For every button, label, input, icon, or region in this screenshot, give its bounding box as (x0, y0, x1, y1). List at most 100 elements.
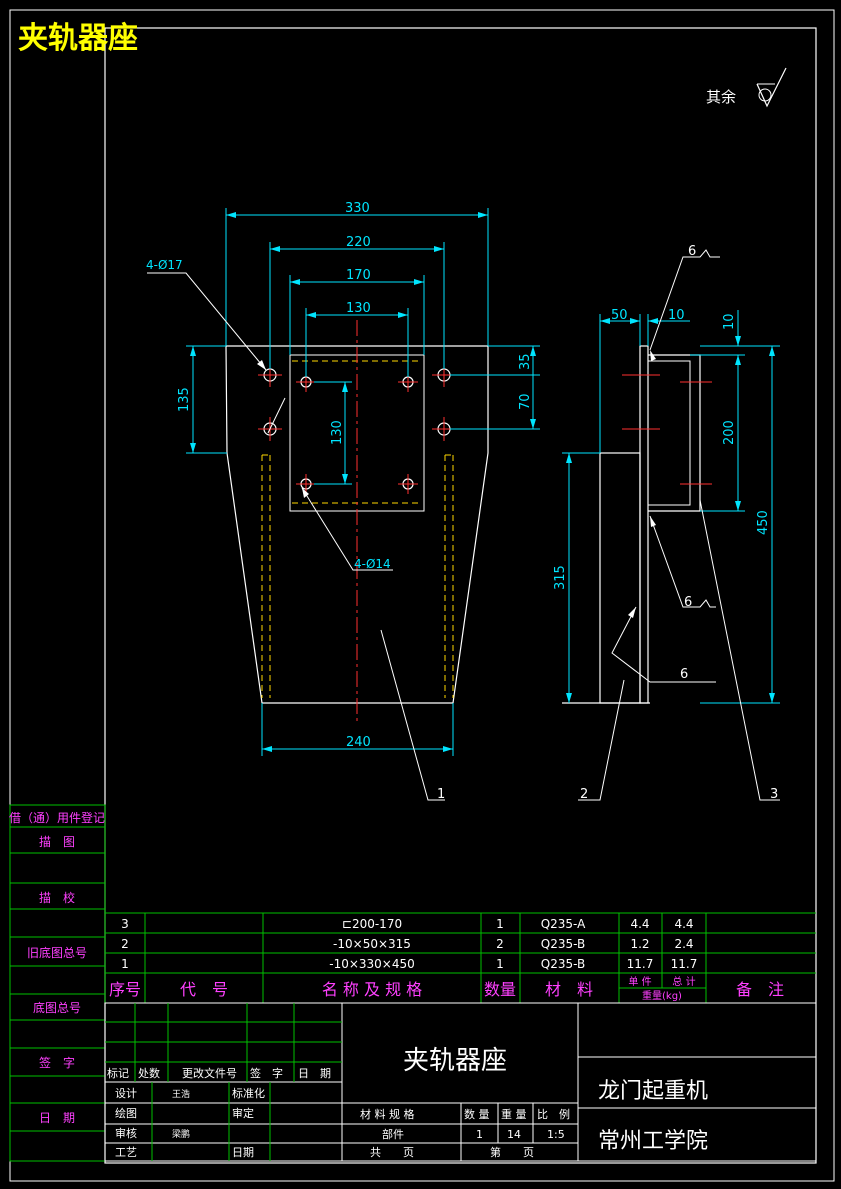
dim-130-top: 130 (346, 301, 371, 316)
bom-row2-unit: 1.2 (630, 937, 649, 951)
label-tracing: 描 图 (39, 835, 75, 849)
roughness-note: 其余 (706, 88, 736, 106)
info-qty-value: 1 (476, 1128, 483, 1141)
bom-header-no: 序号 (109, 980, 141, 999)
dim-330: 330 (345, 201, 370, 216)
dim-315: 315 (553, 565, 568, 590)
bom-row1-qty: 1 (496, 957, 504, 971)
side-view: 50 10 10 200 450 315 6 6 6 2 3 (553, 244, 780, 802)
title-block: 夹轨器座 龙门起重机 常州工学院 标记 处数 更改文件号 签 字 日 期 设计 … (104, 1002, 817, 1162)
bom-row2-total: 2.4 (674, 937, 693, 951)
bom-header-material: 材 料 (545, 980, 593, 999)
label-base-no: 底图总号 (33, 1000, 81, 1015)
front-dimensions (186, 208, 540, 756)
role-process: 工艺 (115, 1146, 137, 1159)
side-channel (648, 354, 701, 512)
weld-3: 6 (680, 667, 688, 682)
dim-240: 240 (346, 735, 371, 750)
role-approve: 审定 (232, 1106, 254, 1120)
bom-header-name: 名 称 及 规 格 (322, 980, 422, 999)
rev-mark: 标记 (107, 1066, 129, 1080)
weld-2: 6 (684, 595, 692, 610)
info-scale-value: 1:5 (547, 1128, 565, 1141)
bom-row3-unit: 4.4 (630, 917, 649, 931)
dim-10a: 10 (668, 308, 685, 323)
balloon-1: 1 (437, 787, 445, 802)
bom-row1-name: -10×330×450 (329, 957, 415, 971)
balloon-2: 2 (580, 787, 588, 802)
dim-220: 220 (346, 235, 371, 250)
dim-450: 450 (756, 510, 771, 535)
role-date: 日期 (232, 1146, 254, 1159)
hole-note-small: 4-Ø14 (354, 557, 391, 571)
sheets-total: 共 页 (370, 1146, 414, 1159)
front-arrowheads (190, 212, 536, 752)
bom-header-unit: 单 件 (628, 976, 651, 988)
bom-header-total: 总 计 (672, 975, 695, 988)
hole-note-large: 4-Ø17 (146, 258, 183, 272)
bom-row3-name: ⊏200-170 (342, 917, 402, 931)
role-designer: 王浩 (172, 1088, 190, 1100)
rev-date: 日 期 (298, 1067, 331, 1080)
bom-row2-material: Q235-B (541, 937, 585, 951)
role-design: 设计 (115, 1087, 137, 1100)
info-spec-header: 材 料 规 格 (360, 1107, 415, 1121)
bom-row1-unit: 11.7 (627, 957, 654, 971)
dim-130-side: 130 (330, 420, 345, 445)
label-borrow-register: 借（通）用件登记 (9, 810, 105, 825)
dim-200: 200 (722, 420, 737, 445)
dim-70: 70 (518, 393, 533, 410)
weld-1: 6 (688, 244, 696, 259)
role-checker: 梁鹏 (172, 1128, 190, 1140)
bom-header-qty: 数量 (484, 980, 516, 999)
dim-50: 50 (611, 308, 628, 323)
school-name: 常州工学院 (598, 1129, 708, 1154)
title-banner: 夹轨器座 (18, 21, 138, 56)
label-signature: 签 字 (39, 1055, 75, 1070)
info-weight-header: 重 量 (501, 1107, 527, 1121)
dim-10b: 10 (722, 313, 737, 330)
dim-35: 35 (518, 353, 533, 370)
left-info-block: 借（通）用件登记 描 图 描 校 旧底图总号 底图总号 签 字 日 期 (9, 804, 106, 1162)
roughness-symbol: 其余 (706, 67, 787, 108)
bom-header-remark: 备 注 (736, 980, 784, 999)
bom-row3-total: 4.4 (674, 917, 693, 931)
rev-sign: 签 字 (250, 1066, 283, 1080)
front-leaders (147, 272, 445, 801)
label-date: 日 期 (39, 1111, 75, 1125)
role-drafting: 绘图 (115, 1106, 137, 1120)
weld-leaders (578, 249, 780, 801)
project-name: 龙门起重机 (598, 1079, 708, 1104)
bom-table: 3 ⊏200-170 1 Q235-A 4.4 4.4 2 -10×50×315… (105, 912, 816, 1004)
label-trace-check: 描 校 (39, 890, 75, 905)
bom-header-code: 代 号 (180, 980, 228, 999)
dim-170: 170 (346, 268, 371, 283)
bom-row1-total: 11.7 (671, 957, 698, 971)
outer-frame (9, 9, 835, 1182)
sheets-nth: 第 页 (490, 1145, 534, 1159)
role-standard: 标准化 (232, 1086, 265, 1100)
hidden-ribs (261, 454, 454, 698)
inner-frame (104, 27, 817, 1164)
info-scale-header: 比 例 (537, 1107, 570, 1121)
bom-row2-name: -10×50×315 (333, 937, 411, 951)
rev-count: 处数 (138, 1067, 160, 1080)
info-qty-header: 数 量 (464, 1108, 490, 1121)
bom-row1-no: 1 (121, 957, 129, 971)
bom-row3-material: Q235-A (541, 917, 586, 931)
role-check: 审核 (115, 1126, 137, 1140)
bom-row2-no: 2 (121, 937, 129, 951)
bom-header-weight: 重量(kg) (642, 989, 682, 1002)
drawing-name: 夹轨器座 (403, 1046, 507, 1076)
bom-row1-material: Q235-B (541, 957, 585, 971)
balloon-3: 3 (770, 787, 778, 802)
front-view: 330 220 170 130 135 35 70 130 240 4-Ø17 … (146, 201, 540, 802)
dim-135: 135 (177, 387, 192, 412)
bom-row3-no: 3 (121, 917, 129, 931)
bom-row2-qty: 2 (496, 937, 504, 951)
bom-row3-qty: 1 (496, 917, 504, 931)
label-old-base-no: 旧底图总号 (27, 945, 87, 960)
rev-doc: 更改文件号 (182, 1066, 237, 1080)
info-spec-value: 部件 (382, 1127, 404, 1141)
